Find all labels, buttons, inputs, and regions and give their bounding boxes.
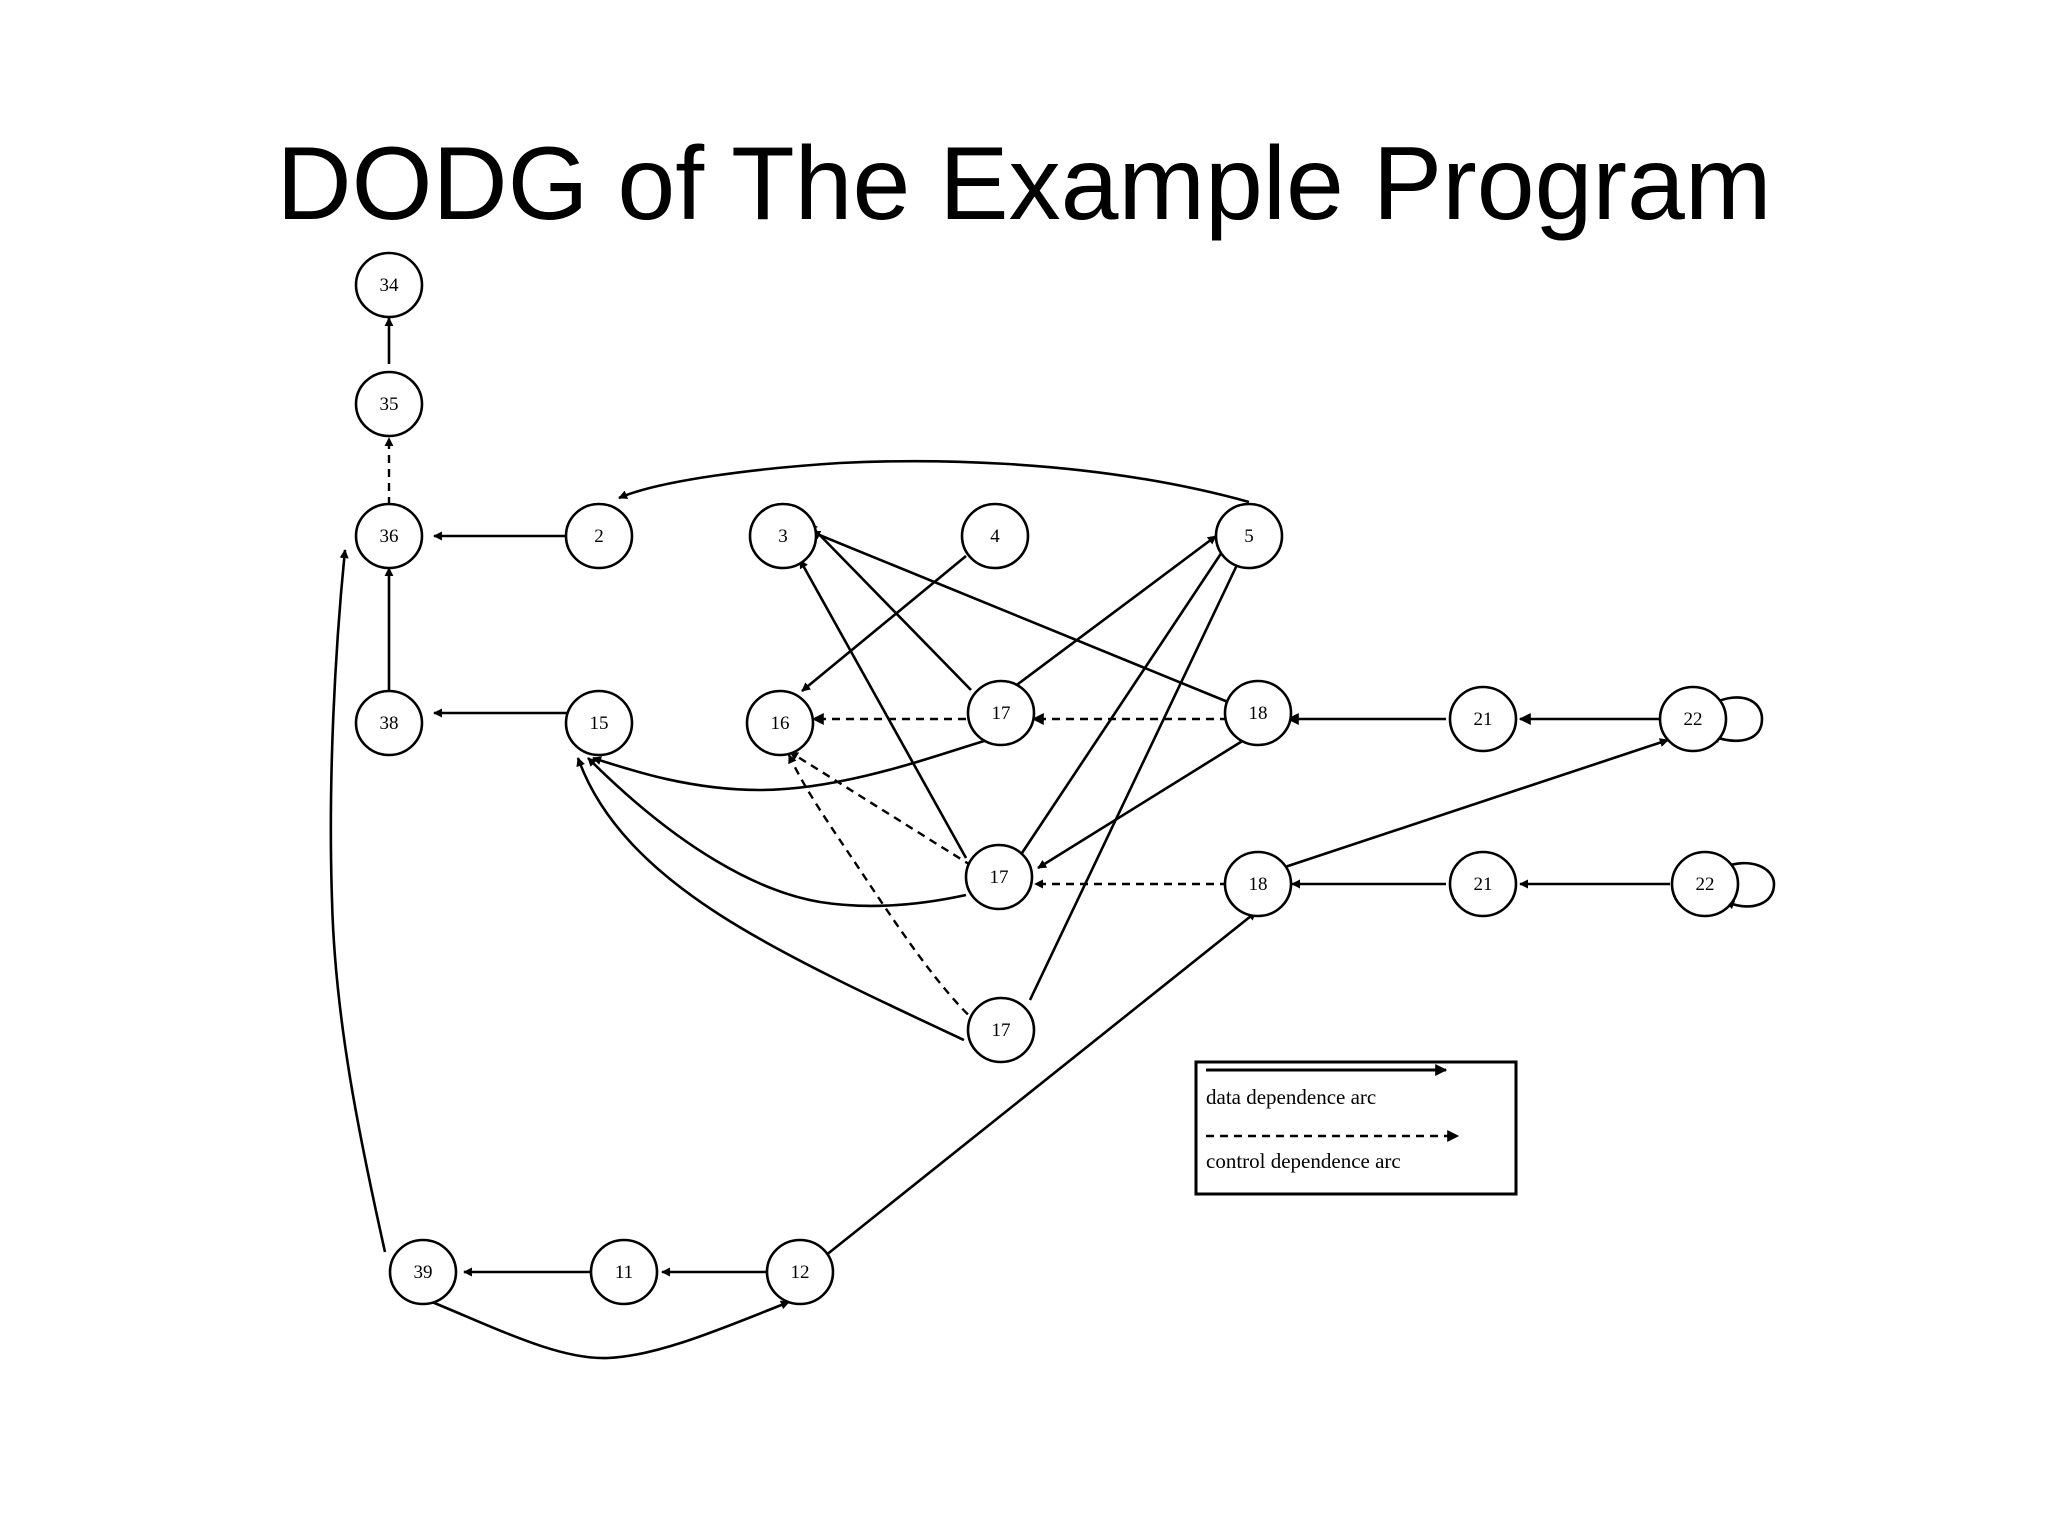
legend-control-label: control dependence arc xyxy=(1206,1149,1401,1173)
node-label: 2 xyxy=(594,526,604,547)
node-label: 3 xyxy=(778,526,788,547)
node-label: 21 xyxy=(1474,874,1493,895)
node-label: 34 xyxy=(380,275,400,296)
edge-18a-3 xyxy=(811,530,1229,704)
node-circle xyxy=(748,502,818,570)
node-21a: 21 xyxy=(1448,685,1518,753)
edge-17b-5 xyxy=(1018,545,1228,857)
node-circle xyxy=(354,689,424,757)
edge-17a-15 xyxy=(592,734,1002,792)
node-11: 11 xyxy=(589,1238,659,1306)
node-label: 5 xyxy=(1244,526,1254,547)
node-12: 12 xyxy=(765,1238,835,1306)
edge-17c-5 xyxy=(1028,545,1248,1001)
node-circle xyxy=(966,996,1036,1064)
node-39: 39 xyxy=(388,1238,458,1306)
slide-title: DODG of The Example Program xyxy=(276,126,1772,242)
edge-17c-16 xyxy=(787,754,979,1025)
node-label: 12 xyxy=(791,1262,810,1283)
edge-12-18b xyxy=(824,910,1257,1258)
node-circle xyxy=(745,689,815,757)
node-34: 34 xyxy=(354,251,424,319)
node-label: 38 xyxy=(380,713,399,734)
edge-22a-self xyxy=(1711,696,1764,743)
node-label: 17 xyxy=(992,1020,1011,1041)
edge-17a-3 xyxy=(808,523,972,691)
node-circle xyxy=(589,1238,659,1306)
node-circle xyxy=(1223,850,1293,918)
node-2: 2 xyxy=(564,502,634,570)
node-circle xyxy=(1670,850,1740,918)
node-label: 21 xyxy=(1474,709,1493,730)
node-35: 35 xyxy=(354,370,424,438)
node-circle xyxy=(1223,679,1293,747)
node-3: 3 xyxy=(748,502,818,570)
node-5: 5 xyxy=(1214,502,1284,570)
edge-17b-3 xyxy=(798,559,968,859)
node-label: 39 xyxy=(414,1262,433,1283)
node-21b: 21 xyxy=(1448,850,1518,918)
node-22a: 22 xyxy=(1658,685,1728,753)
edge-17c-15 xyxy=(576,757,965,1042)
node-label: 35 xyxy=(380,394,399,415)
node-label: 22 xyxy=(1684,709,1703,730)
legend: data dependence arc control dependence a… xyxy=(1194,1060,1518,1196)
node-4: 4 xyxy=(960,502,1030,570)
node-circle xyxy=(354,370,424,438)
node-15: 15 xyxy=(564,689,634,757)
node-circle xyxy=(354,502,424,570)
node-22b: 22 xyxy=(1670,850,1740,918)
node-label: 11 xyxy=(615,1262,633,1283)
edge-17a-5 xyxy=(1009,534,1217,692)
node-circle xyxy=(964,843,1034,911)
node-circle xyxy=(564,689,634,757)
edge-39-36 xyxy=(329,549,387,1253)
node-circle xyxy=(1448,850,1518,918)
node-circle xyxy=(960,502,1030,570)
node-label: 4 xyxy=(990,526,1000,547)
node-label: 16 xyxy=(771,713,790,734)
node-38: 38 xyxy=(354,689,424,757)
edges xyxy=(329,317,1776,1360)
node-circle xyxy=(1658,685,1728,753)
node-label: 22 xyxy=(1696,874,1715,895)
node-label: 18 xyxy=(1249,874,1268,895)
node-label: 18 xyxy=(1249,703,1268,724)
edge-4-16 xyxy=(801,554,967,693)
node-label: 17 xyxy=(992,703,1011,724)
node-label: 17 xyxy=(990,867,1009,888)
node-circle xyxy=(564,502,634,570)
edge-18b-22a xyxy=(1284,738,1669,869)
node-circle xyxy=(388,1238,458,1306)
node-18b: 18 xyxy=(1223,850,1293,918)
node-label: 36 xyxy=(380,526,399,547)
legend-box xyxy=(1194,1060,1518,1196)
node-17c: 17 xyxy=(966,996,1036,1064)
node-circle xyxy=(1214,502,1284,570)
node-16: 16 xyxy=(745,689,815,757)
node-17b: 17 xyxy=(964,843,1034,911)
node-label: 15 xyxy=(590,713,609,734)
node-17a: 17 xyxy=(966,679,1036,747)
edge-18b-17b xyxy=(1037,738,1245,870)
node-circle xyxy=(1448,685,1518,753)
node-36: 36 xyxy=(354,502,424,570)
edge-17b-15 xyxy=(587,757,967,908)
edge-39-12 xyxy=(431,1300,790,1360)
edge-5-2 xyxy=(618,459,1250,504)
node-18a: 18 xyxy=(1223,679,1293,747)
control-edges xyxy=(384,437,1228,1025)
node-circle xyxy=(966,679,1036,747)
legend-data-label: data dependence arc xyxy=(1206,1085,1376,1109)
edge-17b-16 xyxy=(789,750,973,868)
node-circle xyxy=(354,251,424,319)
edge-22b-self xyxy=(1721,861,1776,910)
node-circle xyxy=(765,1238,835,1306)
